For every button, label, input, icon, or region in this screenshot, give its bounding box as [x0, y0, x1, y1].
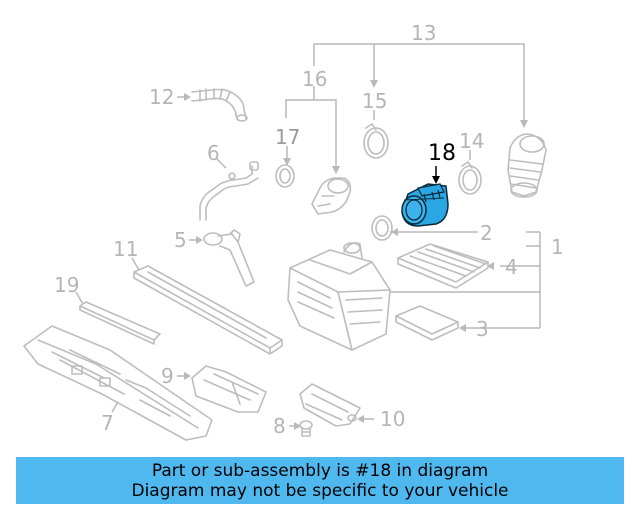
- part-16-duct: [311, 177, 352, 215]
- callout-2: 2: [480, 221, 493, 245]
- part-8-clip: [299, 420, 313, 437]
- banner-line-2: Diagram may not be specific to your vehi…: [131, 480, 509, 501]
- leader-1: [386, 231, 541, 329]
- part-19-strip: [79, 301, 161, 345]
- part-9-bracket: [191, 365, 267, 413]
- part-17-ring: [275, 164, 295, 188]
- leader-16: [285, 86, 337, 168]
- callout-6: 6: [207, 141, 220, 165]
- part-15-clamp: [363, 123, 389, 159]
- part-18-maf-sensor: [401, 183, 449, 227]
- callout-13: 13: [411, 21, 436, 45]
- part-3-filter: [395, 305, 459, 341]
- callout-19: 19: [54, 273, 79, 297]
- part-6-tube: [199, 161, 259, 221]
- part-10-duct: [299, 383, 361, 427]
- callout-16: 16: [302, 67, 327, 91]
- callout-14: 14: [459, 129, 484, 153]
- info-banner: Part or sub-assembly is #18 in diagram D…: [16, 457, 624, 504]
- part-11-strip: [133, 265, 283, 355]
- callout-9: 9: [161, 364, 174, 388]
- part-7-panel: [23, 325, 213, 441]
- callout-7: 7: [101, 411, 114, 435]
- part-13-hose: [507, 133, 547, 198]
- part-12-hose: [191, 88, 248, 122]
- leader-6: [215, 157, 227, 169]
- callout-17: 17: [275, 125, 300, 149]
- parts-diagram: 13 16 12 15 17 14 18 6 2 1 5 11 4 19 3 9…: [23, 21, 564, 441]
- part-5-elbow: [203, 229, 255, 287]
- part-1-airbox: [287, 242, 391, 351]
- leader-13: [313, 43, 525, 122]
- part-2-ring: [371, 215, 393, 241]
- callout-5: 5: [174, 228, 187, 252]
- part-4-filter: [397, 243, 489, 289]
- banner-line-1: Part or sub-assembly is #18 in diagram: [151, 460, 489, 481]
- callout-1: 1: [551, 235, 564, 259]
- callout-4: 4: [505, 255, 518, 279]
- callout-8: 8: [273, 414, 286, 438]
- callout-12: 12: [149, 85, 174, 109]
- callout-15: 15: [362, 89, 387, 113]
- callout-3: 3: [476, 317, 489, 341]
- part-14-clamp: [458, 161, 482, 195]
- callout-10: 10: [380, 407, 405, 431]
- callout-18: 18: [428, 141, 456, 166]
- callout-11: 11: [113, 237, 138, 261]
